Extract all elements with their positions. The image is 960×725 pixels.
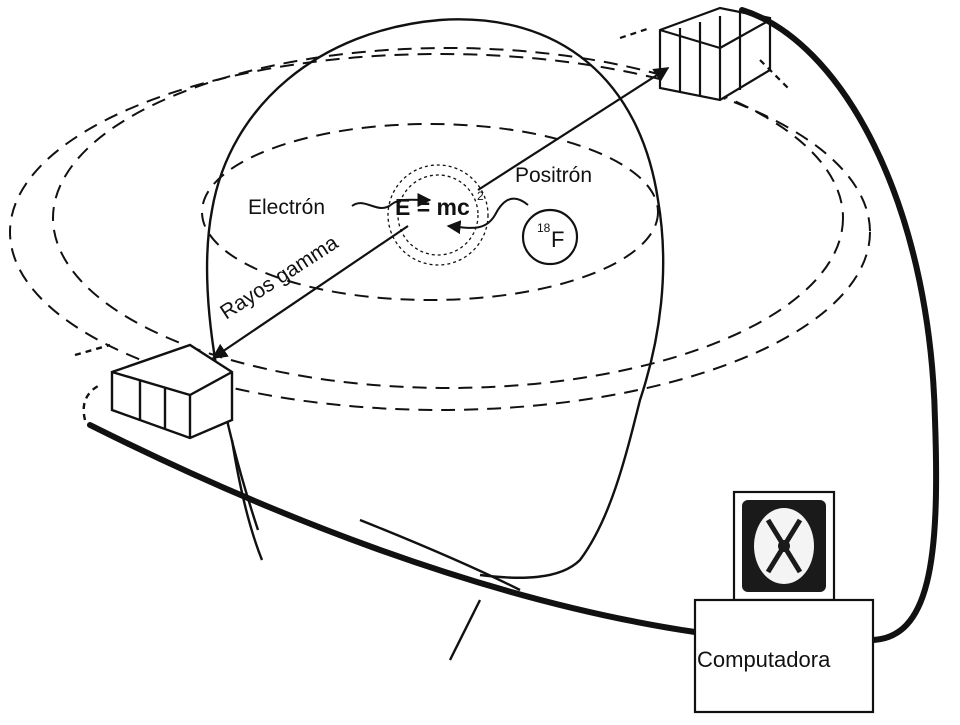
electron-path xyxy=(351,192,432,209)
detector-ring-ellipses xyxy=(9,47,871,411)
gamma-ray-arrows xyxy=(211,67,670,359)
electron-label: Electrón xyxy=(248,196,325,219)
monitor xyxy=(732,490,836,602)
positron-label: Positrón xyxy=(515,164,592,187)
positron-path xyxy=(446,197,529,235)
head-outline xyxy=(205,18,665,661)
isotope-mass-number: 18 xyxy=(537,221,551,235)
detector-cables xyxy=(87,7,940,643)
equation-label: E = mc xyxy=(395,194,470,220)
gamma-rays-label: Rayos gamma xyxy=(216,231,342,324)
detector-block-bottom xyxy=(74,343,234,440)
computer-box xyxy=(693,598,875,714)
detector-block-top xyxy=(619,6,791,102)
computer-label: Computadora xyxy=(697,647,831,672)
isotope-symbol: F xyxy=(551,227,564,252)
annihilation-burst xyxy=(387,164,489,266)
equation-exponent: 2 xyxy=(477,189,484,203)
isotope-circle xyxy=(521,208,579,266)
